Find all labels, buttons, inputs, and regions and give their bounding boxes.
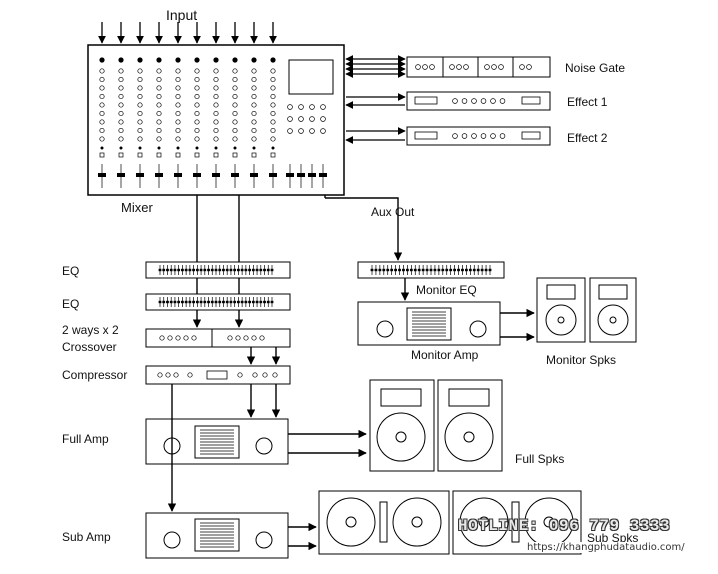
eq-2-label: EQ xyxy=(62,297,80,311)
sub-speaker-1 xyxy=(318,490,450,555)
full-amp-unit xyxy=(145,418,289,465)
eq-1-label: EQ xyxy=(62,264,80,278)
monitor-eq-label: Monitor EQ xyxy=(416,283,477,297)
sub-amp-unit xyxy=(145,512,289,559)
mixer-display xyxy=(288,59,334,95)
monitor-eq-unit xyxy=(357,261,505,279)
eq-2-unit xyxy=(145,293,291,311)
crossover-unit xyxy=(145,328,291,348)
full-speaker-1 xyxy=(369,379,435,472)
compressor-label: Compressor xyxy=(62,368,128,382)
aux-out-label: Aux Out xyxy=(371,205,415,219)
sub-spks-label: Sub Spks xyxy=(587,531,639,545)
sub-amp-label: Sub Amp xyxy=(62,530,111,544)
crossover-label-line2: Crossover xyxy=(62,340,117,354)
full-speaker-2 xyxy=(437,379,503,472)
monitor-spks-label: Monitor Spks xyxy=(546,353,617,367)
compressor-unit xyxy=(145,365,291,385)
crossover-label-line1: 2 ways x 2 xyxy=(62,323,119,337)
effect-2-label: Effect 2 xyxy=(567,131,608,145)
signal-lines xyxy=(167,195,535,551)
monitor-speaker-2 xyxy=(589,277,637,343)
mixer xyxy=(87,44,345,196)
url-watermark: https://khangphudataudio.com/ xyxy=(527,542,685,553)
noise-gate-unit xyxy=(406,56,551,78)
effects-connections xyxy=(345,55,406,144)
eq-1-unit xyxy=(145,261,291,279)
mixer-channel-strips xyxy=(98,57,277,188)
input-label: Input xyxy=(166,7,198,23)
effect-2-unit xyxy=(406,126,551,146)
effect-1-unit xyxy=(406,91,551,111)
mixer-master-section xyxy=(286,104,327,188)
effect-1-label: Effect 1 xyxy=(567,95,608,109)
monitor-speaker-1 xyxy=(536,277,586,343)
noise-gate-label: Noise Gate xyxy=(565,61,626,75)
monitor-amp-unit xyxy=(357,301,501,346)
full-spks-label: Full Spks xyxy=(515,452,565,466)
monitor-amp-label: Monitor Amp xyxy=(411,348,479,362)
full-amp-label: Full Amp xyxy=(62,432,109,446)
input-arrows xyxy=(98,22,277,44)
sub-speaker-2 xyxy=(452,490,582,555)
hotline-watermark: HOTLINE: 096 779 3333 xyxy=(458,517,671,535)
mixer-label: Mixer xyxy=(121,200,153,215)
